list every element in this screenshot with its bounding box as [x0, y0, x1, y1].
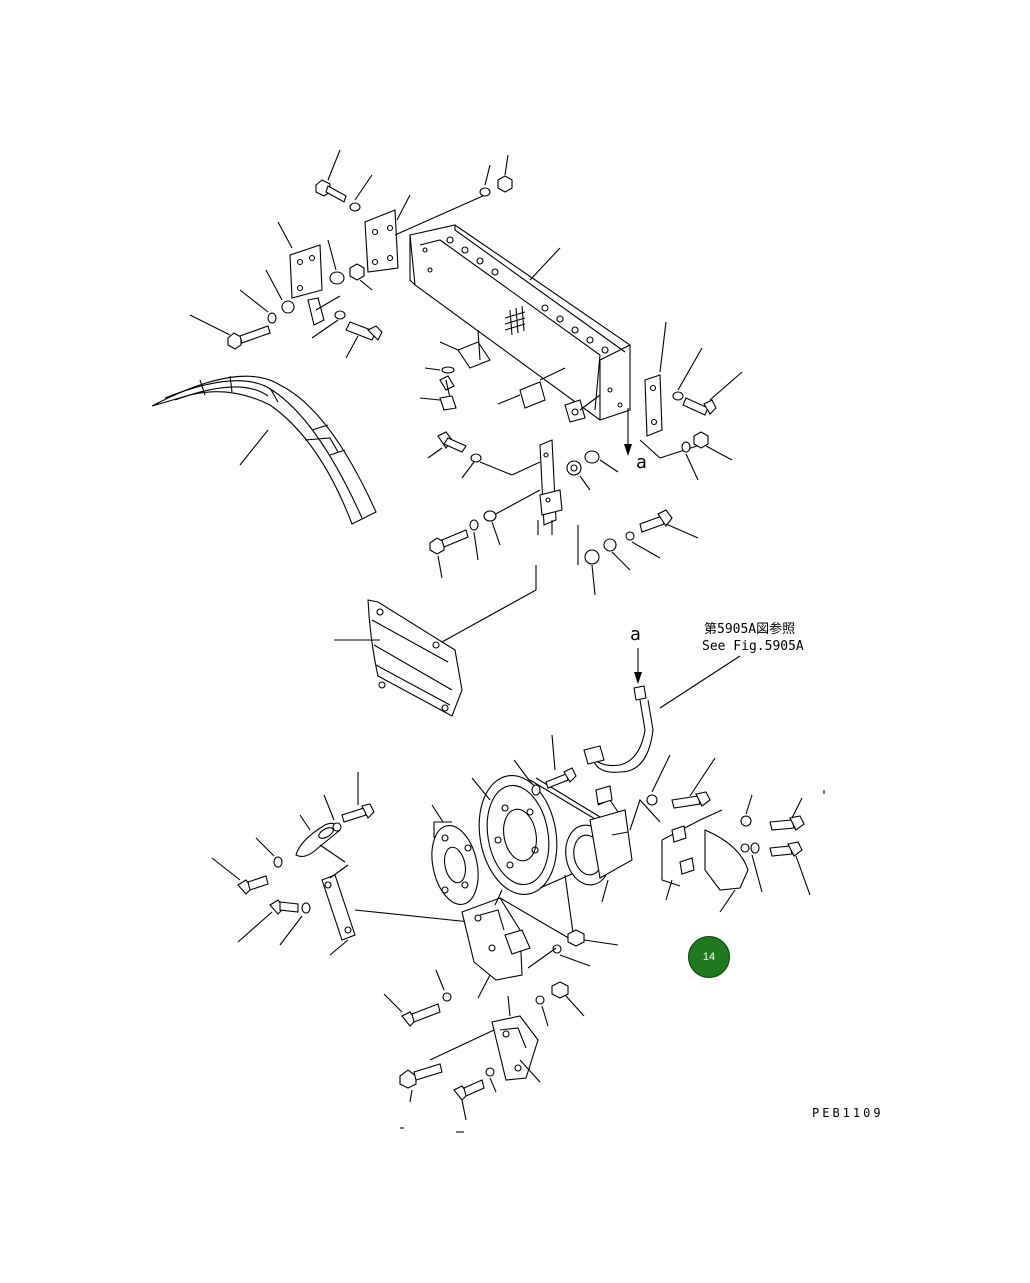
bolt-bracket [383, 993, 441, 1027]
curved-panel [334, 565, 537, 717]
note-english: See Fig.5905A [702, 639, 804, 654]
washer-guard-top [740, 794, 753, 827]
bolt-left-long [189, 314, 271, 350]
bolt-clip-1 [439, 375, 455, 399]
washer-left-1 [265, 269, 295, 314]
right-side-bracket [639, 321, 701, 459]
washer-comp-right [629, 754, 671, 831]
washer-right-2 [681, 441, 699, 481]
washer-bracket-left [435, 969, 452, 1002]
compressor [565, 785, 633, 903]
refrigerant-hose [583, 685, 654, 773]
bolt-clip-2 [419, 395, 457, 411]
bolt-mid-left [427, 431, 467, 459]
tension-arm [321, 864, 471, 956]
bolt-lower-long [399, 1063, 443, 1103]
washer-mid-2 [311, 310, 346, 339]
adapter-plate [431, 804, 479, 905]
washer-guard [750, 842, 763, 893]
small-clip-3 [564, 394, 601, 423]
callout-number: 14 [702, 951, 716, 963]
bolt-guard-1 [769, 797, 805, 831]
small-clip-2 [497, 367, 566, 409]
bolt-guard-2 [769, 841, 811, 896]
bolt-right [682, 371, 743, 416]
washer-lower-1 [469, 519, 479, 561]
washer-lower-2 [483, 510, 501, 546]
top-cover-assembly: a [189, 149, 743, 481]
lower-bracket [429, 995, 541, 1083]
washer-top-right [479, 164, 491, 197]
bolt-lower-left [429, 529, 469, 579]
washer-mid-left [461, 453, 482, 479]
washer-link-1 [323, 794, 342, 832]
middle-bracket [479, 439, 563, 535]
adjust-link [295, 814, 346, 863]
curved-duct [151, 375, 377, 525]
washer-link-2 [255, 837, 283, 868]
washer-arm [279, 902, 311, 946]
bolt-top-left [315, 149, 347, 203]
nut-lower [577, 525, 600, 596]
callout-marker[interactable]: 14 [688, 936, 730, 978]
nut-right [693, 431, 733, 461]
nut-mid-right [566, 460, 591, 491]
perforated-cover [409, 224, 631, 421]
note-japanese: 第5905A図参照 [704, 621, 795, 637]
nut-bracket-right [567, 929, 619, 947]
washer-left-2 [239, 289, 277, 324]
washer-bracket-right [552, 944, 591, 967]
drawing-code: PEB1109 [812, 1106, 884, 1120]
reference-label-a-bottom: a [630, 624, 641, 645]
washer-mid-right [584, 450, 619, 473]
bolt-lower-short [453, 1079, 485, 1121]
nut-bracket-2 [551, 981, 585, 1017]
washer-bracket-2 [527, 947, 557, 1027]
belt-guard [661, 809, 750, 913]
bolt-mid [345, 321, 383, 359]
washer-right [672, 347, 703, 401]
washer-mid-1 [327, 239, 345, 285]
bolt-comp-right [671, 757, 716, 809]
reference-label-a-top: a [636, 452, 647, 473]
left-vertical-bracket [277, 221, 341, 326]
washer-comp-top [513, 759, 541, 796]
pulley-large [471, 774, 558, 896]
reference-arrow-a-top: a [624, 408, 647, 473]
bolt-link-1 [341, 772, 375, 823]
nut-lower-2 [603, 538, 631, 571]
nut-top-right [497, 154, 513, 193]
nut-mid-1 [349, 263, 373, 291]
washer-lower-3 [625, 531, 661, 559]
bolt-arm [237, 899, 299, 943]
washer-clip [424, 366, 455, 374]
bolt-lower-right [639, 509, 699, 539]
washer-lower-bracket [485, 1067, 497, 1093]
washer-top-left [349, 174, 373, 212]
top-bracket-plate [364, 194, 486, 273]
mounting-bracket [461, 874, 575, 999]
small-clip-1 [439, 329, 491, 369]
bolt-link-2 [211, 857, 269, 895]
bolt-comp-top [545, 734, 577, 789]
reference-note: 第5905A図参照 See Fig.5905A a [630, 621, 804, 709]
